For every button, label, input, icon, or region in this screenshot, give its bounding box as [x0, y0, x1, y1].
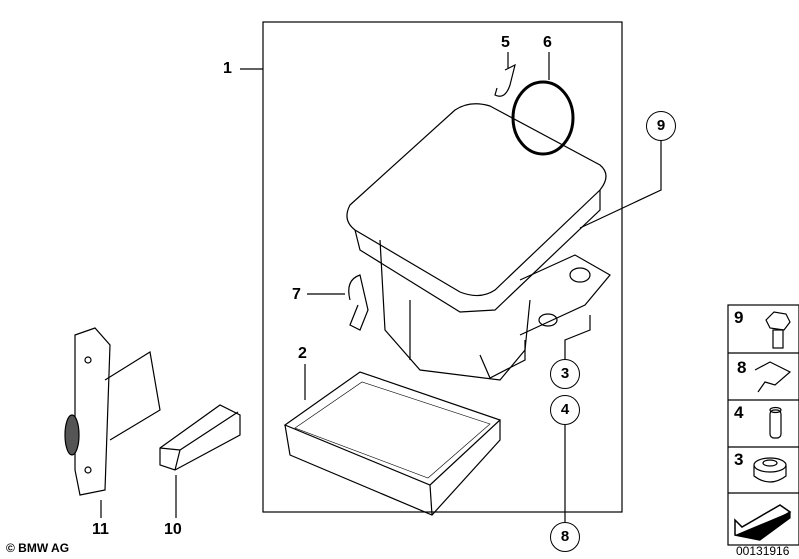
assembly-frame	[262, 21, 623, 513]
clip-part	[494, 63, 516, 97]
callout-4: 4	[550, 395, 580, 425]
filter-element	[283, 371, 502, 516]
legend-panel	[727, 304, 799, 546]
diagram-number: 00131916	[736, 544, 790, 558]
seal-ring-part	[511, 80, 575, 156]
callout-9: 9	[646, 111, 676, 141]
copyright: © BMW AG	[6, 541, 70, 555]
callout-5: 5	[501, 34, 510, 51]
air-filter-housing	[346, 103, 611, 381]
leader-3	[564, 315, 591, 360]
wire-holder-part	[348, 274, 369, 331]
callout-1: 1	[223, 60, 232, 77]
callout-10: 10	[164, 521, 182, 538]
callout-2: 2	[298, 345, 307, 362]
legend-number-nut-clip: 8	[737, 358, 747, 377]
callout-3: 3	[550, 359, 580, 389]
callout-6: 6	[543, 34, 552, 51]
leader-9	[579, 141, 662, 229]
cover-piece-part	[159, 404, 241, 471]
legend-number-sleeve: 4	[734, 403, 744, 422]
legend-number-grommet: 3	[734, 450, 744, 469]
legend-number-bolt: 9	[734, 308, 744, 327]
callout-7: 7	[292, 286, 301, 303]
bracket-part	[64, 327, 161, 496]
callout-8: 8	[550, 522, 580, 552]
callout-11: 11	[92, 521, 109, 538]
